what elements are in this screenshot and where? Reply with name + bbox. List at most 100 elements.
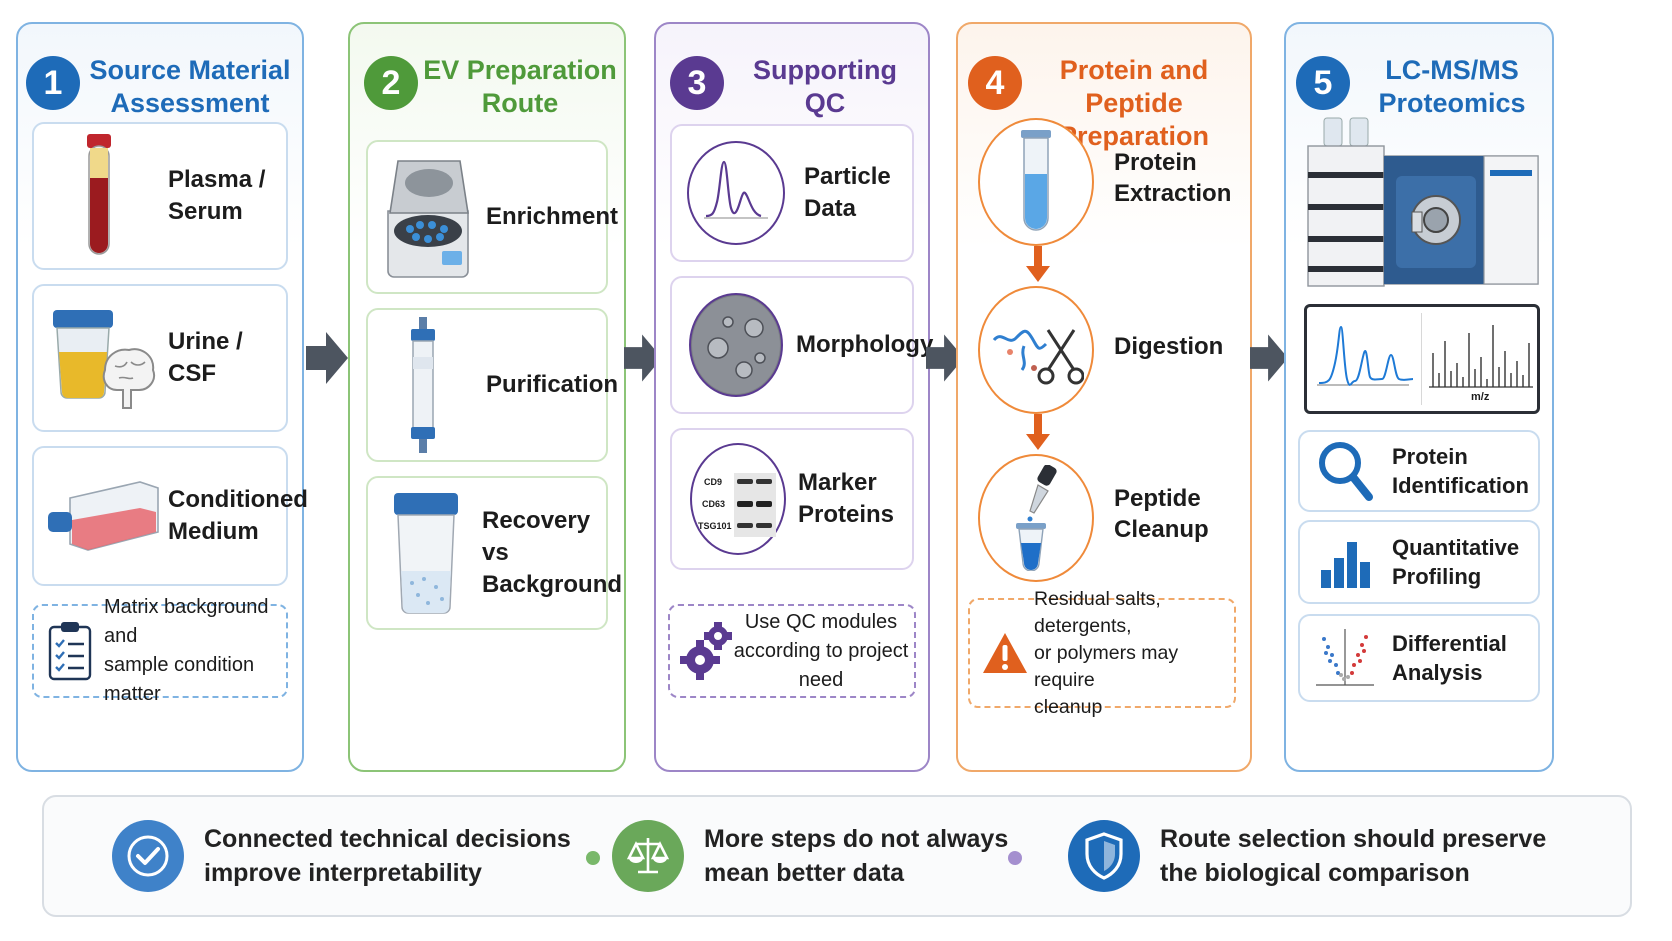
step-number-badge: 1 xyxy=(26,56,80,110)
step-number-badge: 4 xyxy=(968,56,1022,110)
card-conditioned-medium: Conditioned Medium xyxy=(32,446,308,586)
note-matrix-background: Matrix background and sample condition m… xyxy=(32,596,288,705)
bar-chart-icon xyxy=(1308,522,1382,602)
card-label: Quantitative Profiling xyxy=(1392,535,1520,589)
blood-tube-icon xyxy=(64,124,134,268)
footer-text: Route selection should preserve the biol… xyxy=(1160,825,1547,887)
card-recovery-background: Recovery vs Background xyxy=(366,476,622,630)
particle-size-plot-icon xyxy=(684,126,788,260)
column-title: Protein and Peptide Preparation xyxy=(1058,55,1210,151)
card-label: Differential Analysis xyxy=(1392,631,1507,685)
blot-bands xyxy=(734,473,776,537)
column-lc-ms-proteomics: 5 LC-MS/MS Proteomics m/z Protein Identi… xyxy=(1284,22,1554,772)
centrifuge-icon xyxy=(376,142,480,292)
step-label: Protein Extraction xyxy=(1114,149,1232,207)
card-label: Marker Proteins xyxy=(798,469,895,528)
footer-item: Connected technical decisions improve in… xyxy=(112,797,571,915)
balance-scale-icon xyxy=(612,820,684,892)
card-quantitative-profiling: Quantitative Profiling xyxy=(1298,520,1540,604)
flow-arrow-icon xyxy=(306,332,348,384)
mass-spectrum-axis-label: m/z xyxy=(1471,391,1490,403)
gears-icon xyxy=(674,606,738,696)
check-circle-icon xyxy=(112,820,184,892)
chromatography-column-icon xyxy=(388,310,458,460)
card-label: Protein Identification xyxy=(1392,444,1529,498)
card-protein-identification: Protein Identification xyxy=(1298,430,1540,512)
step-number-badge: 3 xyxy=(670,56,724,110)
column-header: 2 EV Preparation Route xyxy=(350,38,624,130)
column-header: 4 Protein and Peptide Preparation xyxy=(958,38,1250,151)
flow-arrow-icon xyxy=(1250,334,1288,382)
flow-arrow-icon xyxy=(926,334,964,382)
footer-text: Connected technical decisions improve in… xyxy=(204,825,571,887)
blot-label: TSG101 xyxy=(698,521,732,531)
dropper-tube-icon xyxy=(978,454,1094,582)
card-label: Enrichment xyxy=(486,203,619,230)
footer-item: Route selection should preserve the biol… xyxy=(1068,797,1546,915)
mass-spectrum-icon xyxy=(1429,325,1533,388)
shield-icon xyxy=(1068,820,1140,892)
warning-icon xyxy=(976,600,1034,706)
blot-label: CD9 xyxy=(704,477,723,487)
card-marker-proteins: CD9 CD63 TSG101 Marker Proteins xyxy=(670,428,914,570)
western-blot-icon: CD9 CD63 TSG101 xyxy=(686,430,790,568)
card-enrichment: Enrichment xyxy=(366,140,618,294)
step-label: Peptide Cleanup xyxy=(1114,485,1209,543)
flow-arrow-icon xyxy=(624,334,662,382)
note-text: Matrix background and sample condition m… xyxy=(104,596,269,705)
column-title: Source Material Assessment xyxy=(89,55,291,118)
down-arrow-icon xyxy=(1026,414,1050,450)
card-label: Conditioned Medium xyxy=(168,486,308,545)
step-number-badge: 2 xyxy=(364,56,418,110)
column-header: 1 Source Material Assessment xyxy=(18,38,302,130)
column-protein-peptide-prep: 4 Protein and Peptide Preparation Protei… xyxy=(956,22,1252,772)
column-header: 3 Supporting QC xyxy=(656,38,928,130)
spectrum-divider xyxy=(1421,313,1422,405)
chromatogram-icon xyxy=(1317,325,1413,386)
card-label: Purification xyxy=(486,371,619,398)
separator-dot xyxy=(586,851,600,865)
column-title: EV Preparation Route xyxy=(423,55,617,118)
checklist-icon xyxy=(42,606,98,696)
down-arrow-icon xyxy=(1026,246,1050,282)
card-plasma-serum: Plasma / Serum xyxy=(32,122,288,270)
note-text: Residual salts, detergents, or polymers … xyxy=(1034,587,1179,718)
step-label: Digestion xyxy=(1114,332,1224,360)
card-label: Particle Data xyxy=(804,163,891,222)
micrograph-icon xyxy=(684,278,788,412)
urine-cup-brain-icon xyxy=(48,286,158,430)
card-label: Morphology xyxy=(796,331,934,358)
note-text: Use QC modules according to project need xyxy=(733,610,909,691)
step-number-badge: 5 xyxy=(1296,56,1350,110)
scissors-protein-icon xyxy=(978,286,1094,414)
blot-label: CD63 xyxy=(702,499,726,509)
note-residual-cleanup: Residual salts, detergents, or polymers … xyxy=(968,587,1236,718)
column-header: 5 LC-MS/MS Proteomics xyxy=(1286,38,1552,130)
column-title: Supporting QC xyxy=(753,55,897,118)
magnifier-icon xyxy=(1308,432,1382,510)
spectrum-panel: m/z xyxy=(1304,304,1540,414)
card-particle-data: Particle Data xyxy=(670,124,914,262)
card-differential-analysis: Differential Analysis xyxy=(1298,614,1540,702)
separator-dot xyxy=(1008,851,1022,865)
column-source-material: 1 Source Material Assessment Plasma / Se… xyxy=(16,22,308,772)
card-urine-csf: Urine / CSF xyxy=(32,284,288,432)
sample-container-icon xyxy=(382,478,470,628)
footer-principles: Connected technical decisions improve in… xyxy=(42,795,1632,917)
column-title: LC-MS/MS Proteomics xyxy=(1378,55,1526,118)
card-label: Recovery vs Background xyxy=(482,507,623,598)
column-supporting-qc: 3 Supporting QC Particle Data Morphology… xyxy=(654,22,933,772)
cell-culture-flask-icon xyxy=(40,448,164,584)
footer-item: More steps do not always mean better dat… xyxy=(612,797,1008,915)
column-ev-preparation: 2 EV Preparation Route Enrichment Purifi… xyxy=(348,22,626,772)
card-morphology: Morphology xyxy=(670,276,933,414)
card-purification: Purification xyxy=(366,308,618,462)
card-label: Urine / CSF xyxy=(168,328,243,387)
volcano-plot-icon xyxy=(1308,616,1382,700)
footer-text: More steps do not always mean better dat… xyxy=(704,825,1009,887)
test-tube-icon xyxy=(978,118,1094,246)
card-label: Plasma / Serum xyxy=(168,166,266,225)
note-qc-modules: Use QC modules according to project need xyxy=(668,604,916,698)
mass-spectrometer-icon xyxy=(1304,116,1544,290)
